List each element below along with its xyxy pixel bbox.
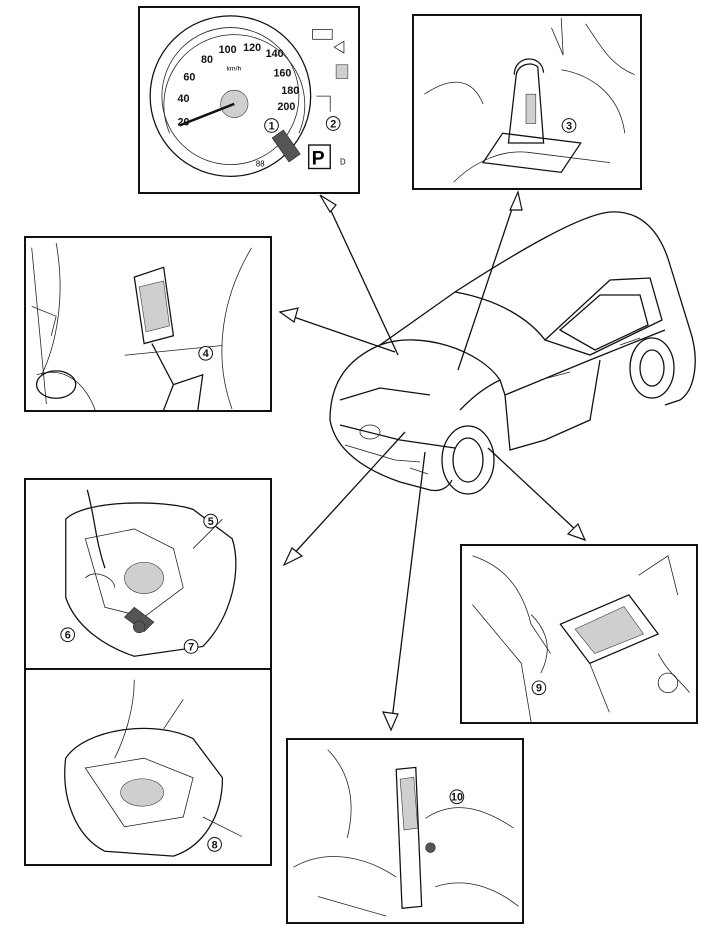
tick-80: 80 — [201, 54, 213, 66]
tick-40: 40 — [178, 93, 190, 105]
svg-text:8: 8 — [212, 839, 218, 851]
svg-text:1: 1 — [269, 120, 275, 132]
transmission-top-panel: 5 6 7 — [24, 478, 272, 670]
tick-140: 140 — [266, 48, 284, 60]
shift-lever-drawing — [424, 17, 635, 183]
svg-text:3: 3 — [566, 120, 572, 132]
svg-text:9: 9 — [536, 683, 542, 695]
gear-letter: P — [312, 148, 325, 170]
svg-text:10: 10 — [451, 792, 463, 804]
svg-text:2: 2 — [330, 118, 336, 130]
warning-icons — [312, 29, 349, 112]
speed-ticks: 20 40 60 80 100 120 140 160 180 200 km/h… — [178, 42, 300, 168]
callout-3: 3 — [561, 118, 577, 133]
fuel-mark: 88 — [256, 160, 265, 169]
svg-text:4: 4 — [203, 348, 209, 360]
svg-text:6: 6 — [65, 630, 71, 642]
tick-120: 120 — [243, 42, 261, 54]
callout-5: 5 — [203, 513, 219, 529]
callout-10: 10 — [449, 789, 465, 805]
callout-8: 8 — [207, 837, 222, 852]
tick-200: 200 — [277, 101, 295, 113]
callout-2: 2 — [325, 116, 341, 131]
transmission-bottom-panel: 8 — [24, 668, 272, 866]
speedometer-panel: 20 40 60 80 100 120 140 160 180 200 km/h… — [138, 6, 360, 194]
speed-unit: km/h — [226, 66, 241, 73]
callout-4: 4 — [198, 345, 213, 361]
control-unit-drawing — [472, 555, 690, 722]
tick-100: 100 — [219, 44, 237, 56]
callout-1: 1 — [264, 118, 279, 133]
tick-60: 60 — [183, 71, 195, 83]
stop-lamp-switch-panel: 4 — [24, 236, 272, 412]
shift-lever-panel: 3 — [412, 14, 642, 190]
transmission-top-drawing — [65, 489, 237, 657]
speedometer-gauge — [149, 15, 312, 177]
pointer-arrows — [278, 190, 587, 732]
svg-text:7: 7 — [188, 641, 194, 653]
callout-7: 7 — [183, 639, 199, 654]
callout-6: 6 — [60, 627, 76, 643]
console-panel: 10 — [286, 738, 524, 924]
car-illustration — [329, 211, 696, 495]
console-drawing — [293, 749, 519, 917]
svg-text:5: 5 — [208, 516, 214, 528]
tick-20: 20 — [178, 116, 190, 128]
gear-small: D — [340, 158, 346, 167]
callout-9: 9 — [531, 680, 547, 696]
pedal-drawing — [31, 242, 252, 410]
gear-indicator: P D — [308, 144, 346, 170]
transmission-bottom-drawing — [64, 679, 243, 857]
control-unit-panel: 9 — [460, 544, 698, 724]
tick-180: 180 — [281, 85, 299, 97]
tick-160: 160 — [273, 68, 291, 80]
